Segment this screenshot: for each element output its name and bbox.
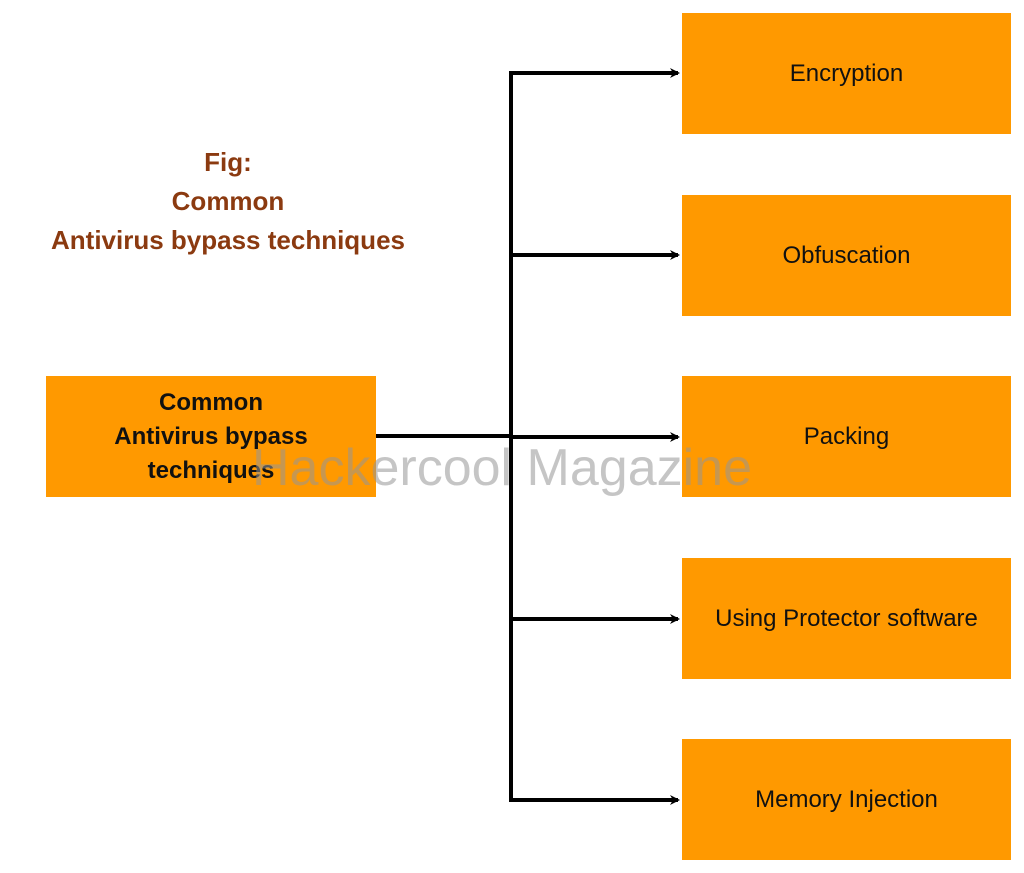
target-node-encryption: Encryption — [682, 13, 1011, 134]
source-node-line-2: Antivirus bypass — [114, 422, 308, 450]
target-node-label: Using Protector software — [715, 604, 978, 632]
source-node-line-1: Common — [159, 388, 263, 416]
target-node-memory-injection: Memory Injection — [682, 739, 1011, 860]
figure-caption-line-2: Common — [171, 186, 285, 216]
target-node-label: Obfuscation — [782, 241, 911, 269]
watermark: Hackercool Magazine — [252, 439, 753, 497]
target-node-protector-software: Using Protector software — [682, 558, 1011, 679]
target-node-label: Memory Injection — [755, 785, 938, 813]
figure-caption-line-3: Antivirus bypass techniques — [51, 225, 405, 255]
figure-caption-line-1: Fig: — [204, 147, 252, 177]
figure-caption: Fig: Common Antivirus bypass techniques — [0, 143, 456, 260]
source-node: Common Antivirus bypass techniques — [46, 376, 376, 497]
target-node-label: Encryption — [789, 59, 904, 87]
target-node-label: Packing — [803, 422, 890, 450]
target-node-packing: Packing — [682, 376, 1011, 497]
source-node-line-3: techniques — [147, 456, 275, 484]
target-node-obfuscation: Obfuscation — [682, 195, 1011, 316]
